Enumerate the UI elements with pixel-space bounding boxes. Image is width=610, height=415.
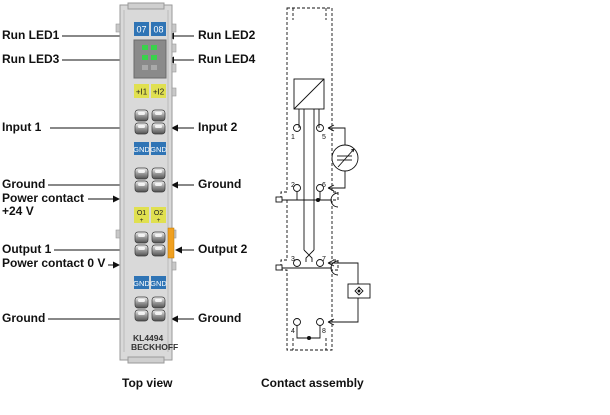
tag-plus-i2 bbox=[151, 84, 166, 98]
schematic-outline bbox=[280, 7, 339, 351]
label-run-led1: Run LED1 bbox=[2, 28, 60, 42]
spring-contacts bbox=[134, 109, 166, 322]
terminal-num-2: 2 bbox=[291, 182, 295, 189]
tag-gnd-3 bbox=[134, 276, 149, 289]
tag-gnd-1-text: GND bbox=[133, 145, 150, 154]
label-run-led3: Run LED3 bbox=[2, 52, 60, 66]
contact-assembly-schematic bbox=[275, 7, 371, 351]
spring-contact bbox=[151, 296, 166, 309]
tag-plus-i1 bbox=[134, 84, 149, 98]
led-run2 bbox=[151, 45, 157, 50]
label-ground3: Ground bbox=[2, 311, 46, 325]
tag-o2-text: O2 bbox=[154, 210, 163, 217]
tag-gnd-4-text: GND bbox=[150, 279, 167, 288]
tag-plus-i1-text: +I1 bbox=[136, 88, 148, 97]
label-output1: Output 1 bbox=[2, 242, 52, 256]
module-model: KL4494 bbox=[133, 333, 164, 343]
label-input2: Input 2 bbox=[198, 120, 238, 134]
spring-contact bbox=[151, 244, 166, 257]
label-output2: Output 2 bbox=[198, 242, 248, 256]
led-run3 bbox=[142, 55, 148, 60]
spring-contact bbox=[151, 109, 166, 122]
spring-contact bbox=[151, 180, 166, 193]
terminal-num-5: 5 bbox=[322, 134, 326, 141]
orange-power-contact bbox=[167, 227, 175, 259]
caption-contact-assembly: Contact assembly bbox=[261, 376, 364, 390]
input-sensor-symbol bbox=[331, 144, 359, 172]
spring-contact bbox=[151, 122, 166, 135]
terminal-num-3: 3 bbox=[291, 256, 295, 263]
tag-o1 bbox=[134, 207, 149, 223]
terminal-num-4: 4 bbox=[291, 328, 295, 335]
label-ground4: Ground bbox=[198, 311, 242, 325]
tag-gnd-4 bbox=[151, 276, 166, 289]
left-arrows bbox=[48, 32, 132, 323]
led-run1 bbox=[142, 45, 148, 50]
terminal-num-1: 1 bbox=[291, 134, 295, 141]
label-ground1: Ground bbox=[2, 177, 46, 191]
spring-contact bbox=[134, 167, 149, 180]
terminal-pair-1-5 bbox=[293, 124, 324, 132]
spring-contact bbox=[134, 122, 149, 135]
tag-o1-text: O1 bbox=[137, 210, 146, 217]
terminal-num-8: 8 bbox=[322, 328, 326, 335]
terminal-module: 07 08 +I1 +I2 GND GND O1 O2 + bbox=[115, 2, 178, 364]
terminal-num-6: 6 bbox=[322, 182, 326, 189]
module-bottom-clip bbox=[127, 356, 165, 364]
label-run-led4: Run LED4 bbox=[198, 52, 256, 66]
terminal-pair-4-8 bbox=[293, 318, 324, 326]
tag-gnd-2 bbox=[151, 142, 166, 155]
spring-contact bbox=[151, 167, 166, 180]
terminal-numbers: 1 5 2 6 3 7 4 8 bbox=[291, 134, 326, 335]
tag-o2 bbox=[151, 207, 166, 223]
module-brand: BECKHOFF bbox=[131, 342, 178, 352]
spring-contact bbox=[134, 231, 149, 244]
tag-o1-plus: + bbox=[140, 217, 144, 224]
tag-gnd-3-text: GND bbox=[133, 279, 150, 288]
spring-contact bbox=[151, 231, 166, 244]
label-input1: Input 1 bbox=[2, 120, 42, 134]
spring-contact bbox=[134, 296, 149, 309]
spring-contact bbox=[134, 180, 149, 193]
tag-07-text: 07 bbox=[136, 25, 146, 35]
spring-contact bbox=[151, 309, 166, 322]
led-run4 bbox=[151, 55, 157, 60]
tag-gnd-2-text: GND bbox=[150, 145, 167, 154]
label-ground2: Ground bbox=[198, 177, 242, 191]
tag-o2-plus: + bbox=[157, 217, 161, 224]
spring-contact bbox=[134, 244, 149, 257]
spring-contact bbox=[134, 309, 149, 322]
label-plus24v: +24 V bbox=[2, 204, 34, 218]
label-power-contact: Power contact bbox=[2, 191, 85, 205]
tag-08-text: 08 bbox=[153, 25, 163, 35]
module-top-clip bbox=[127, 2, 165, 10]
terminal-pair-2-6 bbox=[293, 184, 324, 192]
tag-08 bbox=[151, 22, 166, 36]
spring-contact bbox=[134, 109, 149, 122]
terminal-num-7: 7 bbox=[322, 256, 326, 263]
caption-top-view: Top view bbox=[122, 376, 173, 390]
led-window bbox=[133, 39, 167, 79]
tag-gnd-1 bbox=[134, 142, 149, 155]
tag-plus-i2-text: +I2 bbox=[153, 88, 165, 97]
terminal-pair-3-7 bbox=[293, 259, 324, 267]
tag-07 bbox=[134, 22, 149, 36]
label-power-contact-0v: Power contact 0 V bbox=[2, 256, 106, 270]
label-run-led2: Run LED2 bbox=[198, 28, 256, 42]
